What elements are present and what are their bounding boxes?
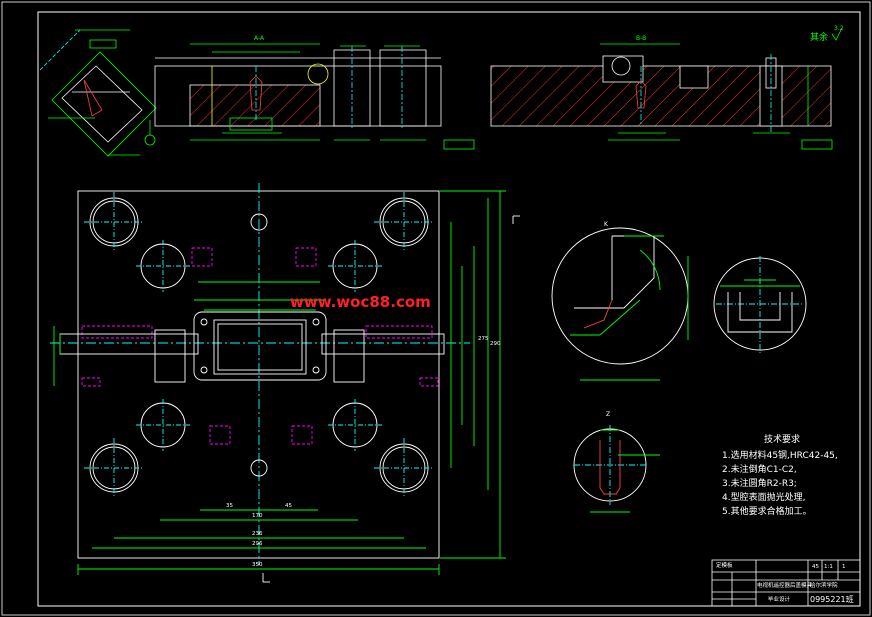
dim-35: 35 [226, 503, 233, 509]
dim-275: 275 [478, 336, 489, 342]
watermark: www.woc88.com [290, 293, 431, 311]
plate-plan-view [50, 183, 520, 583]
detail-k [551, 227, 689, 381]
tech-req-item-5: 5.其他要求合格加工。 [722, 505, 812, 517]
detail-k-label: K [604, 221, 609, 228]
roughness-value: 3.2 [834, 25, 844, 32]
title-block-text: 电视机遥控器后盖模具 定模板 哈尔滨学院 0995221班 1:1 1 毕业设计… [716, 561, 854, 604]
inner-frame [37, 11, 861, 607]
tech-req-title: 技术要求 [764, 433, 800, 445]
title-block-design: 毕业设计 [768, 595, 791, 603]
tech-req-item-2: 2.未注倒角C1-C2, [722, 463, 797, 475]
section-label-aa: A-A [254, 35, 265, 42]
tech-requirements: 技术要求 1.选用材料45钢,HRC42-45, 2.未注倒角C1-C2, 3.… [722, 433, 838, 517]
dim-width-296: 296 [252, 541, 263, 547]
section-label-bb: B-B [636, 35, 646, 42]
dim-width-170: 170 [252, 513, 263, 519]
title-block-name: 电视机遥控器后盖模具 [757, 581, 813, 589]
roughness-symbol [831, 27, 843, 41]
dim-width-350: 350 [252, 562, 263, 568]
tech-req-item-4: 4.型腔表面抛光处理, [722, 491, 805, 503]
detail-pin-section [713, 256, 807, 354]
title-block-drawing-no: 0995221班 [810, 594, 854, 604]
tech-req-item-3: 3.未注圆角R2-R3; [722, 477, 797, 489]
tech-req-item-1: 1.选用材料45钢,HRC42-45, [722, 449, 838, 461]
dim-290: 290 [490, 341, 501, 347]
detail-z [573, 425, 660, 513]
title-block-sheet: 1 [842, 564, 846, 570]
dim-width-236: 236 [252, 531, 263, 537]
title-block [711, 559, 861, 607]
detail-z-label: Z [606, 411, 610, 418]
title-block-part: 定模板 [716, 561, 733, 569]
title-block-material: 45 [812, 564, 819, 570]
title-block-scale: 1:1 [824, 564, 833, 570]
main-view-dims: 350 296 236 170 35 45 275 290 [226, 336, 501, 568]
section-aa [154, 43, 475, 150]
title-block-school: 哈尔滨学院 [810, 581, 838, 589]
section-bb [490, 43, 833, 150]
slanted-detail-view [39, 29, 157, 157]
roughness-note: 其余 [810, 31, 828, 43]
dim-45: 45 [285, 503, 292, 509]
